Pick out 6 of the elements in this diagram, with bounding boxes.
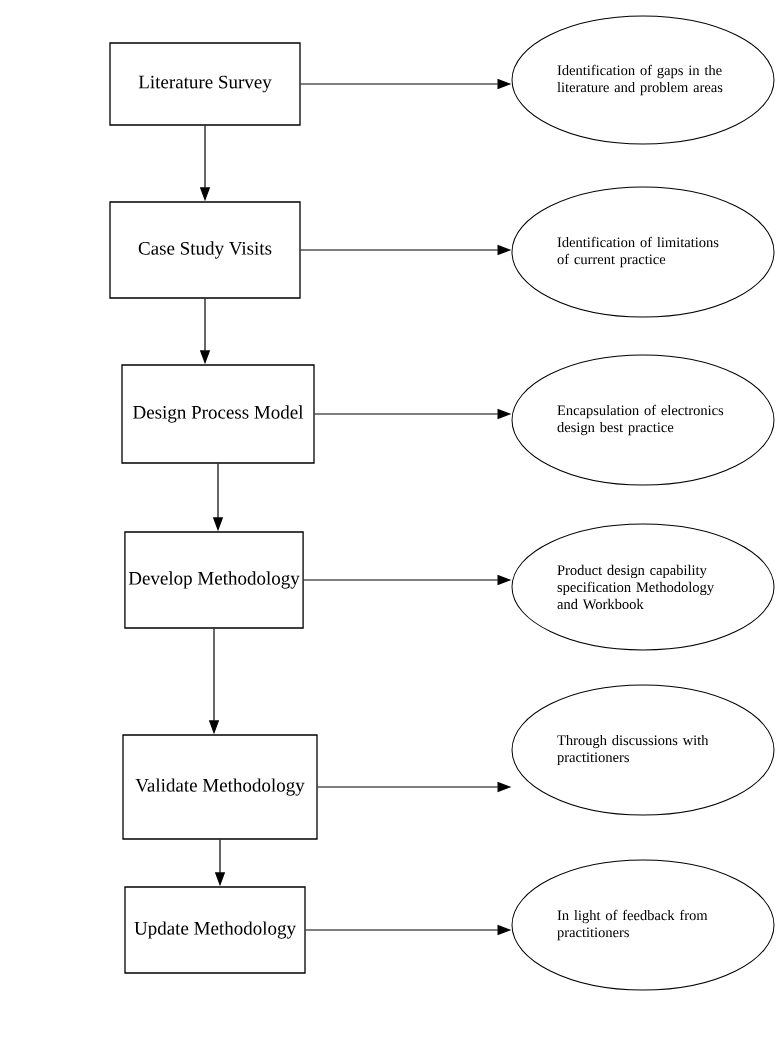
process-box: Develop Methodology bbox=[124, 531, 304, 629]
process-box: Case Study Visits bbox=[109, 201, 301, 299]
process-box: Literature Survey bbox=[109, 42, 301, 126]
process-box: Validate Methodology bbox=[122, 734, 318, 840]
process-box: Update Methodology bbox=[124, 886, 306, 974]
process-box: Design Process Model bbox=[121, 364, 315, 464]
